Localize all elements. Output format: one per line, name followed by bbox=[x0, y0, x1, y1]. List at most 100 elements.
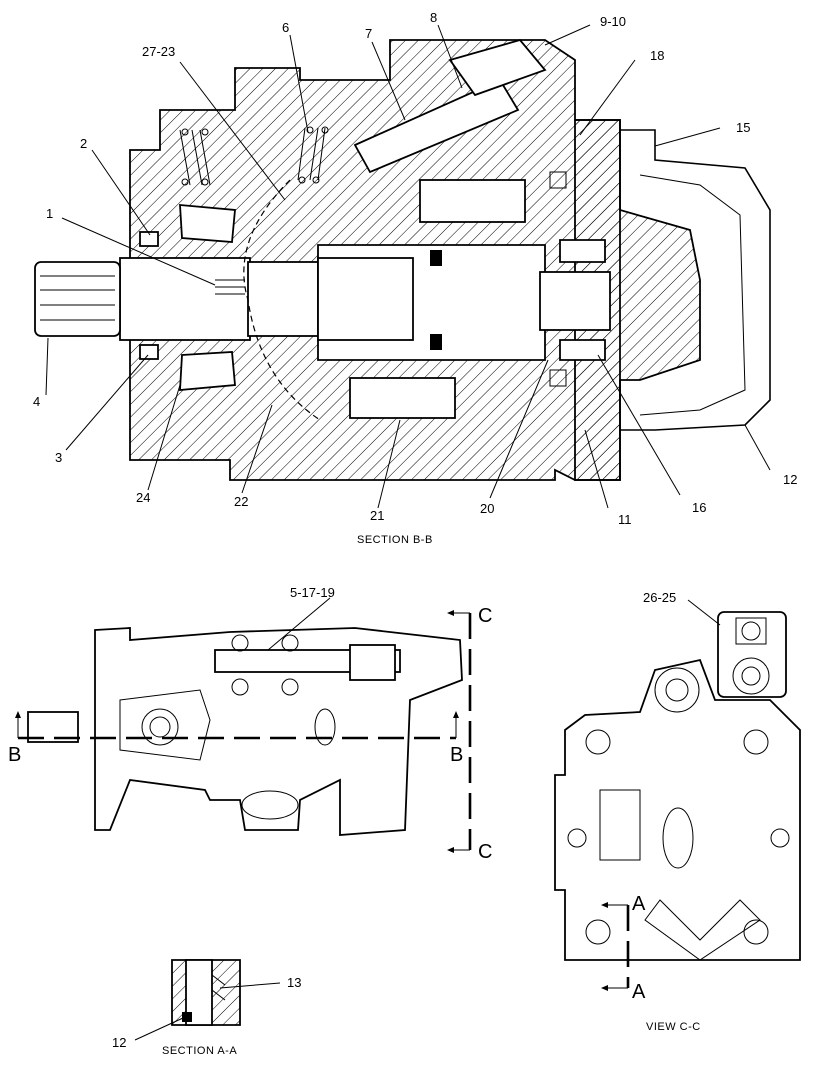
callout-4: 4 bbox=[33, 394, 40, 409]
section-bb-leaders bbox=[45, 24, 771, 509]
swashplate-arc bbox=[243, 179, 321, 421]
side-flange bbox=[119, 689, 211, 761]
bolt-3 bbox=[231, 678, 249, 696]
bolt-2 bbox=[281, 634, 299, 652]
side-bore-inner bbox=[149, 716, 171, 738]
side-fitting bbox=[314, 708, 336, 746]
callout-26-25: 26-25 bbox=[643, 590, 676, 605]
section-bb-labels: 1 2 3 4 6 7 8 9-10 11 12 15 16 18 20 21 … bbox=[33, 10, 797, 546]
rear-bearing-lower bbox=[559, 339, 606, 361]
port-plug-upper bbox=[549, 171, 567, 189]
shaft-seal-lower bbox=[139, 344, 159, 360]
callout-15: 15 bbox=[736, 120, 750, 135]
view-cc-drawing bbox=[554, 599, 801, 991]
port-plug-lower bbox=[549, 369, 567, 387]
ring-lower bbox=[430, 334, 442, 350]
cc-bolt-4 bbox=[743, 919, 769, 945]
view-cc-valve-block bbox=[717, 611, 787, 698]
valve-hex-top bbox=[735, 617, 767, 645]
side-bore-outer bbox=[141, 708, 179, 746]
marker-b-left: B bbox=[8, 744, 21, 766]
view-cc-oval-port bbox=[662, 807, 694, 869]
bolt-4 bbox=[281, 678, 299, 696]
head-outline bbox=[620, 129, 771, 431]
callout-20: 20 bbox=[480, 501, 494, 516]
view-cc-labels: 26-25 A A VIEW C-C bbox=[632, 590, 701, 1033]
section-aa-thread bbox=[211, 974, 226, 1001]
leader-26-25 bbox=[687, 599, 721, 626]
springs-control bbox=[297, 126, 329, 184]
callout-27-23: 27-23 bbox=[142, 44, 175, 59]
springs-left bbox=[179, 128, 211, 186]
shaft-rear bbox=[539, 271, 611, 331]
marker-a-top: A bbox=[632, 893, 646, 915]
front-bearing-lower bbox=[179, 351, 236, 391]
piston-lower bbox=[349, 377, 456, 419]
callout-13-aa: 13 bbox=[287, 975, 301, 990]
section-aa-drawing bbox=[134, 959, 281, 1041]
end-cover bbox=[574, 119, 701, 481]
leader-13 bbox=[219, 982, 281, 989]
head-inner-outline bbox=[639, 174, 746, 416]
valve-port-top bbox=[741, 621, 761, 641]
shaft-center bbox=[317, 257, 414, 341]
shaft-mid bbox=[247, 261, 319, 337]
marker-b-right: B bbox=[450, 744, 463, 766]
callout-24: 24 bbox=[136, 490, 150, 505]
section-aa-labels: 13 12 SECTION A-A bbox=[112, 975, 301, 1057]
drive-shaft bbox=[119, 257, 251, 341]
valve-port-bottom-outer bbox=[732, 657, 770, 695]
view-cc-center-plug bbox=[665, 678, 689, 702]
cc-bolt-1 bbox=[585, 729, 611, 755]
control-nut bbox=[349, 644, 396, 681]
callout-2: 2 bbox=[80, 136, 87, 151]
side-view-labels: 5-17-19 B B C C bbox=[8, 585, 492, 863]
caption-section-bb: SECTION B-B bbox=[357, 534, 433, 546]
callout-21: 21 bbox=[370, 508, 384, 523]
rear-bearing-upper bbox=[559, 239, 606, 263]
callout-12: 12 bbox=[783, 472, 797, 487]
caption-section-aa: SECTION A-A bbox=[162, 1045, 237, 1057]
piston-upper bbox=[419, 179, 526, 223]
cc-bolt-3 bbox=[585, 919, 611, 945]
leader-5-17-19 bbox=[267, 597, 331, 651]
spline-teeth bbox=[40, 275, 115, 321]
cc-side-hole-right bbox=[770, 828, 790, 848]
marker-c-top: C bbox=[478, 605, 492, 627]
section-aa-plug bbox=[182, 1012, 192, 1022]
marker-a-bottom: A bbox=[632, 981, 646, 1003]
callout-5-17-19: 5-17-19 bbox=[290, 585, 335, 600]
callout-16: 16 bbox=[692, 500, 706, 515]
cc-side-hole-left bbox=[567, 828, 587, 848]
control-valve bbox=[448, 38, 547, 97]
control-piston bbox=[353, 78, 520, 174]
side-view-drawing bbox=[15, 597, 472, 853]
cc-panel-left bbox=[599, 789, 641, 861]
view-cc-center-boss bbox=[654, 667, 700, 713]
shaft-seal-upper bbox=[139, 231, 159, 247]
marker-c-bottom: C bbox=[478, 841, 492, 863]
callout-8: 8 bbox=[430, 10, 437, 25]
callout-11: 11 bbox=[618, 512, 632, 527]
front-bearing-upper bbox=[179, 204, 236, 243]
callout-9-10: 9-10 bbox=[600, 14, 626, 29]
bolt-1 bbox=[231, 634, 249, 652]
section-bb-drawing bbox=[34, 38, 771, 481]
ring-upper bbox=[430, 250, 442, 266]
callout-7: 7 bbox=[365, 26, 372, 41]
cc-chevron bbox=[644, 899, 761, 961]
callout-12-aa: 12 bbox=[112, 1035, 126, 1050]
view-cc-body bbox=[554, 658, 801, 961]
callout-18: 18 bbox=[650, 48, 664, 63]
spline-end bbox=[34, 261, 121, 337]
side-port bbox=[241, 790, 299, 820]
caption-view-cc: VIEW C-C bbox=[646, 1021, 701, 1033]
callout-1: 1 bbox=[46, 206, 53, 221]
valve-port-bottom-inner bbox=[741, 666, 761, 686]
leader-12-aa bbox=[134, 1017, 184, 1041]
callout-3: 3 bbox=[55, 450, 62, 465]
callout-22: 22 bbox=[234, 494, 248, 509]
cc-bolt-2 bbox=[743, 729, 769, 755]
